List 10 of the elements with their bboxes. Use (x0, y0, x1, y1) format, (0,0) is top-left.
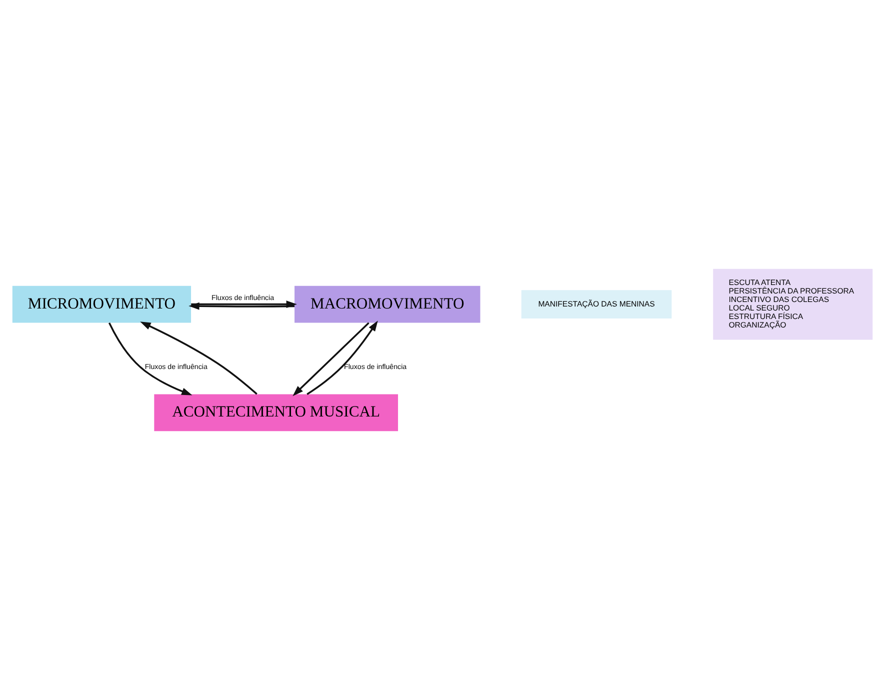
node-box: ESCUTA ATENTA PERSISTÊNCIA DA PROFESSORA INCENTIVO DAS COLEGAS LOCAL SEGURO ESTRUTURA FÍSICA ORGANIZAÇÃO (713, 268, 873, 340)
node-box: ACONTECIMENTO MUSICAL (154, 394, 398, 431)
node-box: MACROMOVIMENTO (294, 285, 480, 322)
arrow (292, 322, 370, 396)
arrow (140, 321, 258, 394)
arrow (108, 322, 192, 395)
arrow (306, 320, 378, 395)
node-box: MICROMOVIMENTO (12, 285, 192, 322)
node-box: MANIFESTAÇÃO DAS MENINAS (521, 290, 672, 318)
arrow (188, 302, 295, 310)
